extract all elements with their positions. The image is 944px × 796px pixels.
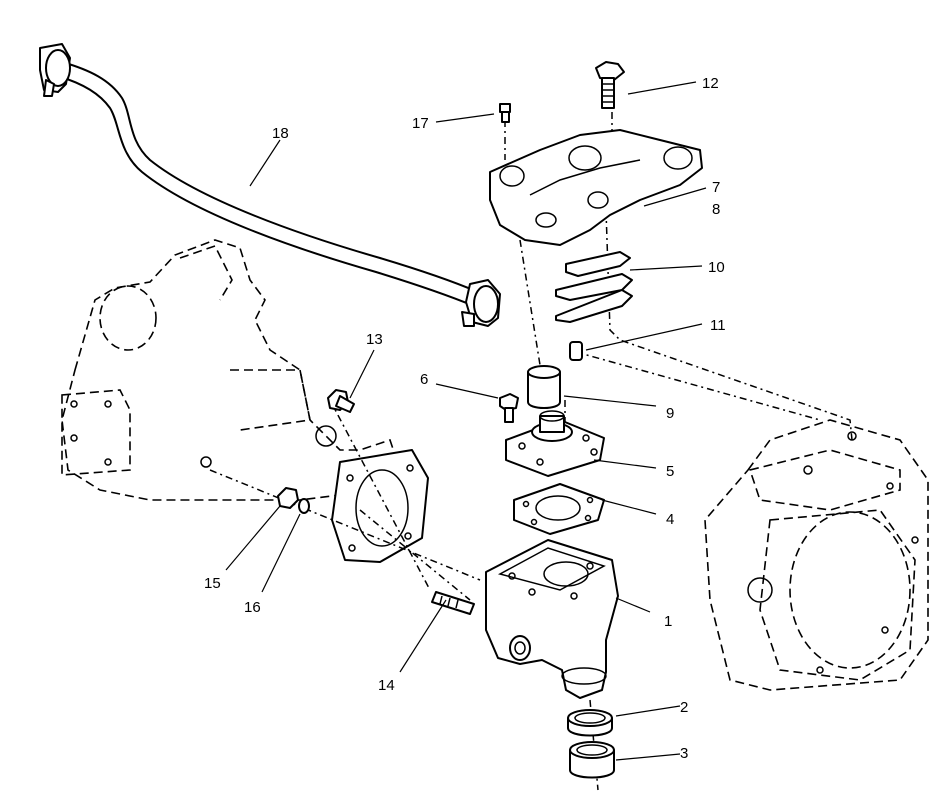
callout-6: 6 (420, 371, 428, 388)
callout-7: 7 (712, 179, 720, 196)
callout-8: 8 (712, 201, 720, 218)
seal-2 (567, 709, 613, 737)
callout-15: 15 (204, 575, 221, 592)
bushing-9 (527, 365, 561, 409)
callout-10: 10 (708, 259, 725, 276)
callout-13: 13 (366, 331, 383, 348)
bolt-13 (327, 389, 355, 413)
callout-12: 12 (702, 75, 719, 92)
callout-leaders (225, 81, 707, 761)
callout-14: 14 (378, 677, 395, 694)
steering-knuckle-1 (485, 539, 619, 699)
gasket-4 (513, 483, 605, 535)
callout-numbers: 1 2 3 4 5 6 7 8 9 10 11 12 13 14 15 16 1… (204, 75, 726, 762)
callout-16: 16 (244, 599, 261, 616)
cover-plate-5 (505, 410, 605, 477)
callout-11: 11 (710, 317, 726, 334)
stud-14 (431, 591, 475, 615)
callout-9: 9 (666, 405, 674, 422)
callout-3: 3 (680, 745, 688, 762)
callout-1: 1 (664, 613, 672, 630)
callout-5: 5 (666, 463, 674, 480)
bolt-6 (499, 393, 519, 423)
right-axle-housing (704, 419, 929, 691)
dowel-pin-11 (569, 341, 583, 361)
grease-fitting-17 (499, 103, 511, 123)
washer-16 (298, 498, 310, 514)
shims-10 (555, 251, 633, 323)
left-axle-housing (61, 239, 429, 563)
callout-18: 18 (272, 125, 289, 142)
steering-bracket (489, 129, 703, 246)
stabilizer-bar (39, 43, 501, 327)
bolt-12 (595, 61, 625, 109)
callout-17: 17 (412, 115, 429, 132)
bushing-3 (569, 741, 615, 779)
callout-4: 4 (666, 511, 674, 528)
callout-2: 2 (680, 699, 688, 716)
